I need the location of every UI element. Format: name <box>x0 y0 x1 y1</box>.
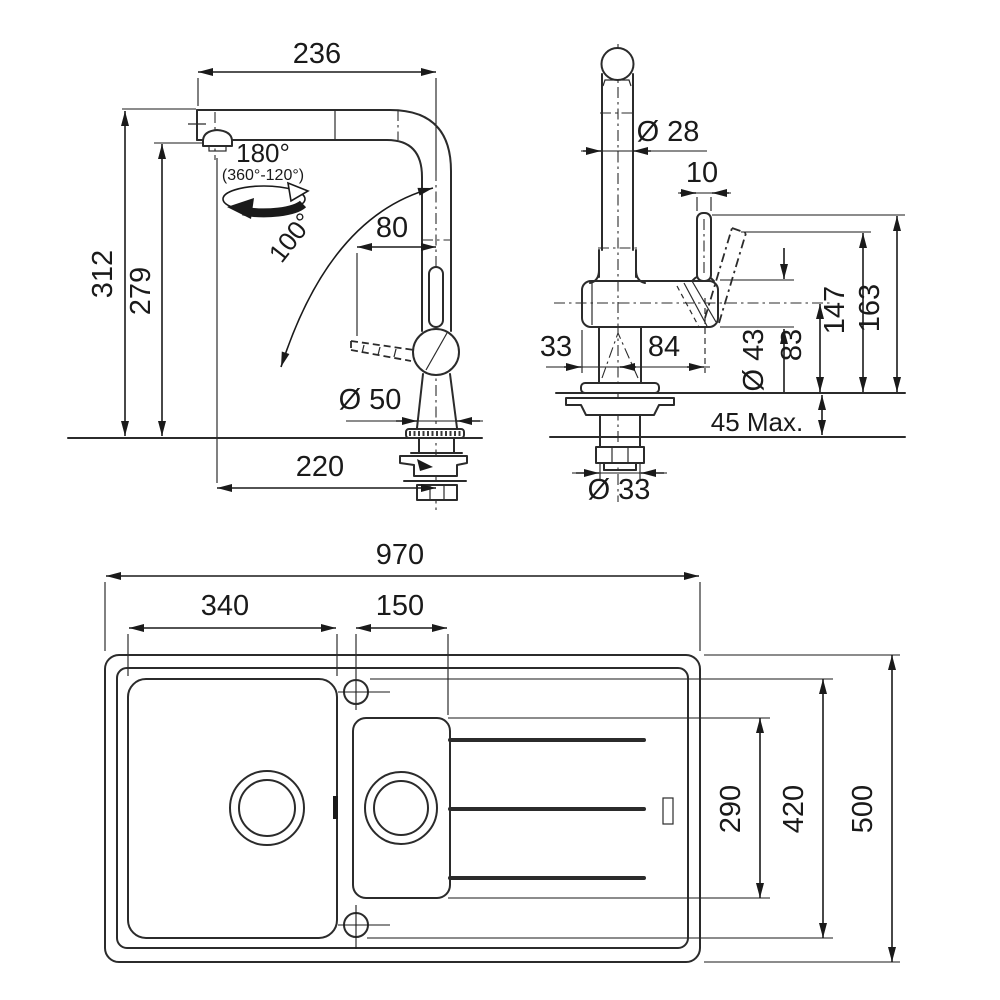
half-bowl-drain <box>364 771 438 845</box>
front-mounting-hardware <box>565 397 675 471</box>
sink-extension-lines <box>104 582 900 963</box>
sink-top-view: 970 340 150 290 420 500 <box>104 539 900 963</box>
dim-label-lever-tilted-height: 147 <box>819 286 851 334</box>
main-bowl <box>127 678 338 939</box>
side-lever-handle <box>350 340 415 362</box>
overflow-slot <box>662 797 674 825</box>
dim-label-spout-diameter: Ø 28 <box>637 116 700 148</box>
dim-label-body-diameter: Ø 43 <box>738 329 770 392</box>
dim-label-mounting-hole-diameter: Ø 33 <box>588 474 651 506</box>
dim-label-lever-length: 80 <box>376 212 408 244</box>
front-view-dimension-lines <box>564 147 901 477</box>
dim-label-overall-width: 500 <box>847 785 879 833</box>
faucet-side-view: 236 312 279 180° (360°-120°) 100° 80 Ø 5… <box>67 38 483 512</box>
lever-swing-arc <box>280 187 434 368</box>
sink-dimension-lines <box>106 572 896 962</box>
main-bowl-drain <box>229 770 305 846</box>
dim-label-right-offset: 84 <box>648 331 680 363</box>
half-bowl <box>352 717 451 899</box>
sink-outline <box>104 654 701 963</box>
dim-label-total-height: 312 <box>87 250 119 298</box>
side-spout-outline <box>188 109 452 332</box>
dim-label-outlet-height: 279 <box>125 267 157 315</box>
dim-label-half-bowl-width: 290 <box>715 785 747 833</box>
side-ball-joint <box>412 328 460 376</box>
dim-label-body-axis-height: 83 <box>776 329 808 361</box>
front-lever-rod <box>696 212 712 282</box>
side-pullout-rod <box>428 266 444 328</box>
drainboard-grooves <box>448 738 646 880</box>
front-spout-pipe <box>589 47 646 284</box>
side-body <box>416 373 458 429</box>
dim-label-swivel-range: (360°-120°) <box>222 167 304 184</box>
dim-label-lever-upright-height: 163 <box>854 284 886 332</box>
dim-label-overall-length: 970 <box>376 539 424 571</box>
front-lever-tilted-position <box>704 227 747 324</box>
side-view-dimension-lines <box>121 68 480 492</box>
dim-label-main-bowl-length: 340 <box>201 590 249 622</box>
sink-rim <box>116 667 689 949</box>
faucet-front-view: Ø 28 10 33 84 Ø 43 83 147 163 45 Max. Ø … <box>540 44 906 506</box>
side-mounting-hardware <box>399 428 468 501</box>
dim-label-bowl-width: 420 <box>778 785 810 833</box>
spray-head <box>600 47 635 81</box>
dim-label-lever-rod-width: 10 <box>686 157 718 189</box>
front-body <box>581 274 719 328</box>
dim-label-base-diameter: Ø 50 <box>339 384 402 416</box>
dim-label-projection: 220 <box>296 451 344 483</box>
bowl-divider-tab <box>333 796 338 819</box>
dim-label-spout-reach: 236 <box>293 38 341 70</box>
faucet-hole-top <box>338 679 390 705</box>
dim-label-left-offset: 33 <box>540 331 572 363</box>
dim-label-half-bowl-length: 150 <box>376 590 424 622</box>
dim-label-swivel-angle: 180° <box>236 138 290 168</box>
side-nozzle <box>202 129 233 152</box>
faucet-hole-bottom <box>338 905 390 949</box>
dim-label-counter-thickness: 45 Max. <box>711 407 804 437</box>
